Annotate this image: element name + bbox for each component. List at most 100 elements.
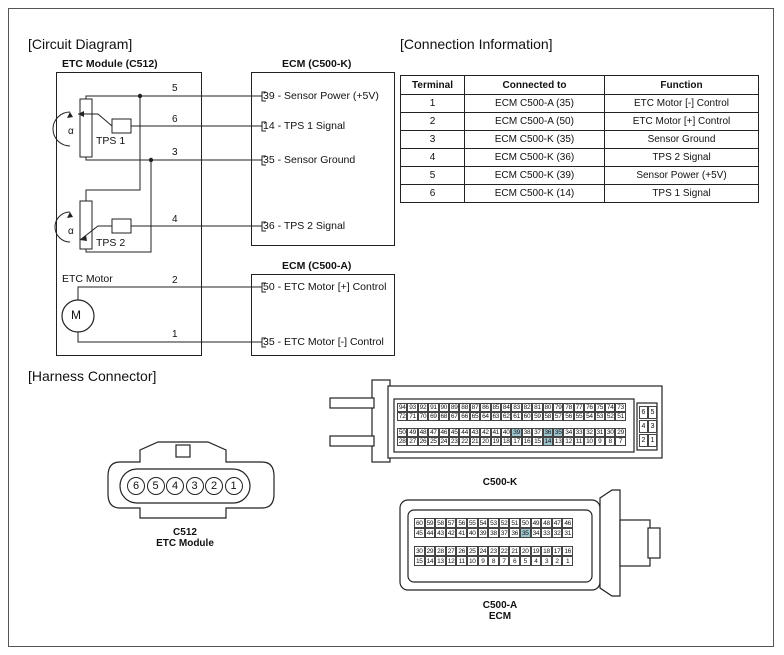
motor-icon <box>61 299 95 333</box>
c500k-pin-84: 84 <box>501 403 512 412</box>
c500k-pin-42: 42 <box>480 428 491 438</box>
table-cell: ECM C500-K (14) <box>464 184 605 203</box>
c500a-pin-28: 28 <box>435 546 446 556</box>
c500k-pin-34: 34 <box>563 428 574 438</box>
ecm-a-pin-50: 50 - ETC Motor [+] Control <box>263 281 387 293</box>
wire-1 <box>77 332 262 343</box>
c500k-pin-70: 70 <box>417 412 429 421</box>
c500a-pin-18: 18 <box>541 546 552 556</box>
c500k-pin-47: 47 <box>428 428 439 438</box>
c500k-pin-85: 85 <box>490 403 501 412</box>
c500k-pin-86: 86 <box>480 403 491 412</box>
c500k-pin-74: 74 <box>605 403 616 412</box>
tps2-sensor <box>111 218 132 234</box>
connection-info-header: [Connection Information] <box>400 36 553 52</box>
tps1-resistor <box>79 98 93 158</box>
c500a-pin-48: 48 <box>541 518 552 528</box>
c500k-pin-60: 60 <box>521 412 533 421</box>
c500a-caption: C500-A ECM <box>482 600 518 622</box>
c512-latch <box>175 444 191 458</box>
c500k-pin-44: 44 <box>459 428 470 438</box>
c500a-pin-23: 23 <box>488 546 499 556</box>
c500k-pin-20: 20 <box>480 437 491 447</box>
c512-pin-6: 6 <box>127 477 145 495</box>
c500k-pin-43: 43 <box>469 428 481 438</box>
c500a-pin-53: 53 <box>488 518 499 528</box>
c500a-pin-45: 45 <box>414 528 425 538</box>
wire-number-5: 5 <box>172 83 178 94</box>
c500a-pin-14: 14 <box>424 556 436 566</box>
c500k-pin-57: 57 <box>553 412 564 421</box>
tps1-wiper <box>78 113 113 127</box>
c500k-pin-27: 27 <box>407 437 418 447</box>
wire-number-1: 1 <box>172 329 178 340</box>
c500k-pin-64: 64 <box>480 412 491 421</box>
alpha-label-1: α <box>68 126 74 137</box>
c500a-pin-47: 47 <box>551 518 563 528</box>
c500a-pin-38: 38 <box>488 528 499 538</box>
power-jumper <box>85 96 141 201</box>
c500k-pin-53: 53 <box>594 412 605 421</box>
c500k-pin-51: 51 <box>615 412 626 421</box>
c500a-pin-27: 27 <box>445 546 457 556</box>
c500a-pin-55: 55 <box>467 518 478 528</box>
c500k-pin-73: 73 <box>615 403 626 412</box>
ecm-k-pin-35: 35 - Sensor Ground <box>263 154 356 166</box>
c500a-pin-19: 19 <box>530 546 542 556</box>
c500k-pin-12: 12 <box>563 437 574 447</box>
c500a-pin-30: 30 <box>414 546 425 556</box>
ecm-k-title: ECM (C500-K) <box>282 58 352 70</box>
c500k-pin-54: 54 <box>584 412 595 421</box>
c500k-pin-26: 26 <box>417 437 429 447</box>
c500a-pin-12: 12 <box>445 556 457 566</box>
c500a-pin-3: 3 <box>541 556 552 566</box>
c500a-pin-50: 50 <box>520 518 531 528</box>
alpha-label-2: α <box>68 226 74 237</box>
c500k-pin-67: 67 <box>449 412 460 421</box>
c500k-pin-38: 38 <box>521 428 533 438</box>
c500k-pin-40: 40 <box>501 428 512 438</box>
c500a-pin-6: 6 <box>509 556 520 566</box>
c500k-pin-19: 19 <box>490 437 501 447</box>
c512-pin-3: 3 <box>185 477 204 495</box>
ecm-a-title: ECM (C500-A) <box>282 260 352 272</box>
c500k-pin-17: 17 <box>511 437 522 447</box>
c500k-pin-50: 50 <box>397 428 408 438</box>
tps2-label: TPS 2 <box>96 237 126 249</box>
c500k-pin-92: 92 <box>417 403 429 412</box>
c500k-flange <box>371 379 391 463</box>
c500k-pin-18: 18 <box>501 437 512 447</box>
c500a-pin-32: 32 <box>551 528 563 538</box>
c500k-pin-10: 10 <box>584 437 595 447</box>
c500a-pin-29: 29 <box>424 546 436 556</box>
c512-caption: C512 ETC Module <box>156 527 214 549</box>
etc-module-title: ETC Module (C512) <box>62 58 158 70</box>
c500a-pin-35: 35 <box>520 528 531 538</box>
c500k-pin-31: 31 <box>594 428 605 438</box>
c500a-pin-16: 16 <box>562 546 573 556</box>
tps2-rotation-arc <box>54 211 71 243</box>
c500a-pin-26: 26 <box>456 546 467 556</box>
wire-3 <box>85 157 262 161</box>
c500k-pin-35: 35 <box>553 428 564 438</box>
c500k-pin-48: 48 <box>417 428 429 438</box>
c500k-pin-49: 49 <box>407 428 418 438</box>
c500a-pin-58: 58 <box>435 518 446 528</box>
c500a-pin-7: 7 <box>498 556 510 566</box>
c500k-pin-33: 33 <box>573 428 585 438</box>
etc-module-box <box>56 72 202 356</box>
c500k-pin-37: 37 <box>532 428 543 438</box>
c512-pin-5: 5 <box>146 477 165 495</box>
etc-motor-label: ETC Motor <box>62 273 113 285</box>
c500k-caption: C500-K <box>482 477 518 488</box>
c500k-pin-89: 89 <box>449 403 460 412</box>
ecm-k-pin-14: 14 - TPS 1 Signal <box>263 120 346 132</box>
c500a-pin-40: 40 <box>467 528 478 538</box>
c500a-pin-42: 42 <box>445 528 457 538</box>
wire-5 <box>85 95 262 99</box>
c500k-pin-78: 78 <box>563 403 574 412</box>
c500a-pin-4: 4 <box>530 556 542 566</box>
